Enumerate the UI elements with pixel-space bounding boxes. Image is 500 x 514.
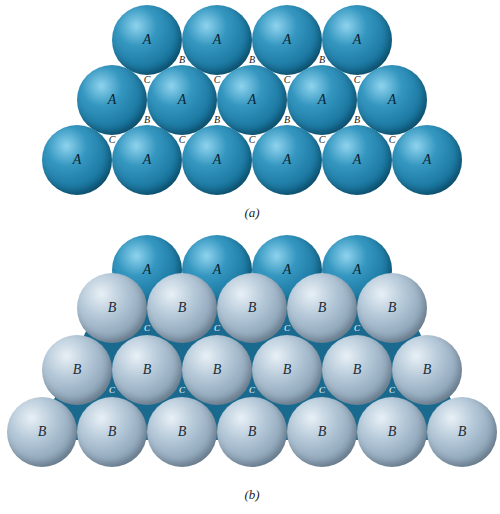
- atom-sphere-a: A: [322, 125, 392, 195]
- layer-letter: B: [213, 363, 222, 377]
- site-label: C: [354, 324, 360, 333]
- layer-letter: A: [143, 33, 152, 47]
- atom-sphere-a: A: [252, 5, 322, 75]
- layer-letter: B: [178, 425, 187, 439]
- site-label: C: [389, 386, 395, 395]
- site-label: C: [284, 324, 290, 333]
- layer-letter: A: [388, 93, 397, 107]
- atom-sphere-a: A: [252, 125, 322, 195]
- site-label: C: [319, 386, 325, 395]
- atom-sphere-a: A: [182, 125, 252, 195]
- atom-sphere-b: B: [7, 397, 77, 467]
- layer-letter: B: [388, 301, 397, 315]
- atom-sphere-b: B: [182, 335, 252, 405]
- atom-sphere-a: A: [392, 125, 462, 195]
- site-label: C: [389, 135, 396, 145]
- layer-letter: A: [283, 263, 292, 277]
- atom-sphere-a: A: [287, 65, 357, 135]
- layer-letter: A: [143, 153, 152, 167]
- layer-letter: A: [283, 33, 292, 47]
- layer-letter: A: [143, 263, 152, 277]
- layer-letter: B: [248, 425, 257, 439]
- layer-letter: B: [318, 425, 327, 439]
- atom-sphere-a: A: [112, 5, 182, 75]
- site-label: C: [109, 135, 116, 145]
- layer-letter: A: [73, 153, 82, 167]
- site-label: C: [214, 75, 221, 85]
- atom-sphere-a: A: [42, 125, 112, 195]
- atom-sphere-b: B: [147, 397, 217, 467]
- site-label: C: [179, 135, 186, 145]
- site-label: C: [354, 75, 361, 85]
- site-label: C: [144, 75, 151, 85]
- layer-letter: A: [213, 153, 222, 167]
- layer-letter: B: [458, 425, 467, 439]
- atom-sphere-b: B: [357, 273, 427, 343]
- layer-letter: B: [38, 425, 47, 439]
- layer-letter: B: [73, 363, 82, 377]
- site-label: C: [249, 135, 256, 145]
- layer-letter: B: [388, 425, 397, 439]
- site-label: B: [249, 55, 255, 65]
- layer-letter: A: [178, 93, 187, 107]
- atom-sphere-a: A: [147, 65, 217, 135]
- layer-letter: A: [283, 153, 292, 167]
- site-label: B: [284, 115, 290, 125]
- atom-sphere-a: A: [112, 125, 182, 195]
- site-label: C: [144, 324, 150, 333]
- site-label: B: [354, 115, 360, 125]
- atom-sphere-a: A: [322, 5, 392, 75]
- atom-sphere-b: B: [77, 397, 147, 467]
- site-label: C: [179, 386, 185, 395]
- layer-letter: A: [318, 93, 327, 107]
- atom-sphere-b: B: [77, 273, 147, 343]
- layer-letter: A: [353, 153, 362, 167]
- panel-caption: (a): [244, 206, 259, 219]
- site-label: B: [319, 55, 325, 65]
- atom-sphere-b: B: [42, 335, 112, 405]
- site-label: C: [249, 386, 255, 395]
- layer-letter: B: [283, 363, 292, 377]
- atom-sphere-a: A: [217, 65, 287, 135]
- atom-sphere-b: B: [112, 335, 182, 405]
- atom-sphere-a: A: [357, 65, 427, 135]
- atom-sphere-b: B: [217, 397, 287, 467]
- layer-letter: B: [318, 301, 327, 315]
- site-label: C: [214, 324, 220, 333]
- layer-letter: B: [108, 301, 117, 315]
- layer-letter: B: [178, 301, 187, 315]
- atom-sphere-b: B: [147, 273, 217, 343]
- layer-letter: B: [108, 425, 117, 439]
- panel-caption: (b): [244, 488, 259, 501]
- site-label: C: [284, 75, 291, 85]
- layer-letter: B: [143, 363, 152, 377]
- layer-letter: B: [248, 301, 257, 315]
- site-label: C: [109, 386, 115, 395]
- atom-sphere-b: B: [357, 397, 427, 467]
- atom-sphere-a: A: [77, 65, 147, 135]
- layer-letter: A: [423, 153, 432, 167]
- layer-letter: B: [353, 363, 362, 377]
- atom-sphere-b: B: [287, 397, 357, 467]
- atom-sphere-b: B: [322, 335, 392, 405]
- site-label: B: [214, 115, 220, 125]
- atom-sphere-b: B: [287, 273, 357, 343]
- site-label: C: [319, 135, 326, 145]
- site-label: B: [179, 55, 185, 65]
- site-label: B: [144, 115, 150, 125]
- layer-letter: B: [423, 363, 432, 377]
- layer-letter: A: [213, 263, 222, 277]
- atom-sphere-b: B: [427, 397, 497, 467]
- atom-sphere-b: B: [252, 335, 322, 405]
- layer-letter: A: [213, 33, 222, 47]
- layer-letter: A: [108, 93, 117, 107]
- atom-sphere-b: B: [217, 273, 287, 343]
- layer-letter: A: [248, 93, 257, 107]
- atom-sphere-a: A: [182, 5, 252, 75]
- layer-letter: A: [353, 33, 362, 47]
- atom-sphere-b: B: [392, 335, 462, 405]
- layer-letter: A: [353, 263, 362, 277]
